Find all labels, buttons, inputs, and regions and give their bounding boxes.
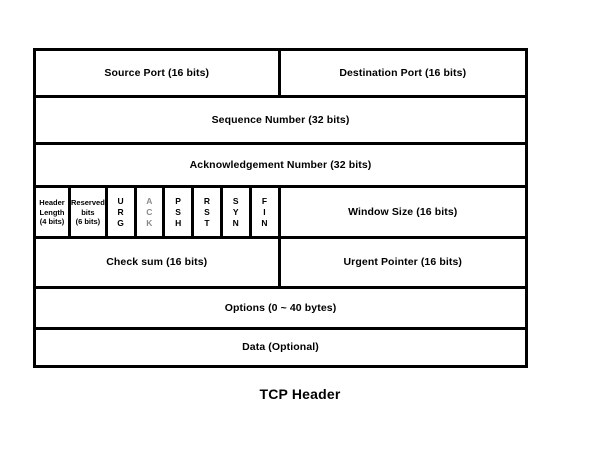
flag-fin-letter-1: F: [261, 196, 268, 207]
table-row-data: Data (Optional): [36, 329, 525, 365]
table-row-acknowledgement: Acknowledgement Number (32 bits): [36, 145, 525, 189]
flag-ack-letter-3: K: [146, 217, 153, 228]
flag-ack-letter-1: A: [146, 196, 153, 207]
flag-psh-letter-2: S: [175, 206, 182, 217]
flag-syn-letter-3: N: [232, 217, 239, 228]
flag-urg-letter-1: U: [117, 196, 124, 207]
flag-urg-letter-3: G: [117, 217, 125, 228]
header-length-line-3: (4 bits): [39, 217, 65, 227]
flag-syn-letter-2: Y: [232, 206, 239, 217]
flag-syn-letter-1: S: [232, 196, 239, 207]
table-row-flags: Header Length (4 bits) Reserved bits (6 …: [36, 188, 525, 240]
figure-caption: TCP Header: [259, 386, 341, 402]
table-row-checksum: Check sum (16 bits) Urgent Pointer (16 b…: [36, 239, 525, 289]
flag-psh-letter-1: P: [175, 196, 182, 207]
reserved-line-3: (6 bits): [75, 217, 101, 227]
field-options: Options (0 ~ 40 bytes): [36, 288, 525, 327]
field-source-port: Source Port (16 bits): [36, 51, 281, 96]
field-reserved-bits: Reserved bits (6 bits): [71, 188, 108, 237]
flag-rst-letter-3: T: [204, 217, 210, 228]
flag-rst-letter-1: R: [203, 196, 211, 207]
flag-psh-letter-3: H: [175, 217, 182, 228]
table-row-sequence: Sequence Number (32 bits): [36, 98, 525, 146]
field-urgent-pointer: Urgent Pointer (16 bits): [280, 239, 525, 286]
field-flag-psh: P S H: [165, 188, 195, 237]
flag-syn-letters: S Y N: [233, 196, 239, 229]
flag-urg-letters: U R G: [117, 196, 124, 229]
flag-urg-letter-2: R: [117, 206, 124, 217]
table-row-ports: Source Port (16 bits) Destination Port (…: [36, 51, 525, 99]
field-flag-urg: U R G: [107, 188, 137, 237]
field-sequence-number: Sequence Number (32 bits): [36, 98, 525, 143]
flag-rst-letter-2: S: [204, 206, 210, 217]
field-flag-rst: R S T: [194, 188, 223, 237]
field-window-size: Window Size (16 bits): [280, 188, 525, 237]
header-length-line-2: Length: [39, 207, 65, 217]
flag-psh-letters: P S H: [175, 196, 181, 229]
tcp-header-table: Source Port (16 bits) Destination Port (…: [33, 48, 528, 368]
reserved-line-2: bits: [81, 207, 95, 217]
flag-rst-letters: R S T: [204, 196, 210, 229]
flag-ack-letter-2: C: [146, 206, 153, 217]
reserved-line-1: Reserved: [71, 198, 105, 208]
flag-fin-letter-3: N: [261, 217, 268, 228]
flag-fin-letters: F I N: [261, 196, 267, 229]
field-flag-ack: A C K: [136, 188, 166, 237]
field-destination-port: Destination Port (16 bits): [280, 51, 525, 96]
field-check-sum: Check sum (16 bits): [36, 239, 281, 286]
flags-group: Header Length (4 bits) Reserved bits (6 …: [36, 188, 281, 237]
field-flag-syn: S Y N: [222, 188, 252, 237]
field-acknowledgement-number: Acknowledgement Number (32 bits): [36, 145, 525, 186]
header-length-line-1: Header: [39, 198, 65, 208]
field-flag-fin: F I N: [251, 188, 278, 237]
field-header-length: Header Length (4 bits): [36, 188, 71, 237]
flag-ack-letters: A C K: [146, 196, 152, 229]
flag-fin-letter-2: I: [263, 206, 266, 217]
table-row-options: Options (0 ~ 40 bytes): [36, 288, 525, 330]
field-data: Data (Optional): [36, 329, 525, 365]
